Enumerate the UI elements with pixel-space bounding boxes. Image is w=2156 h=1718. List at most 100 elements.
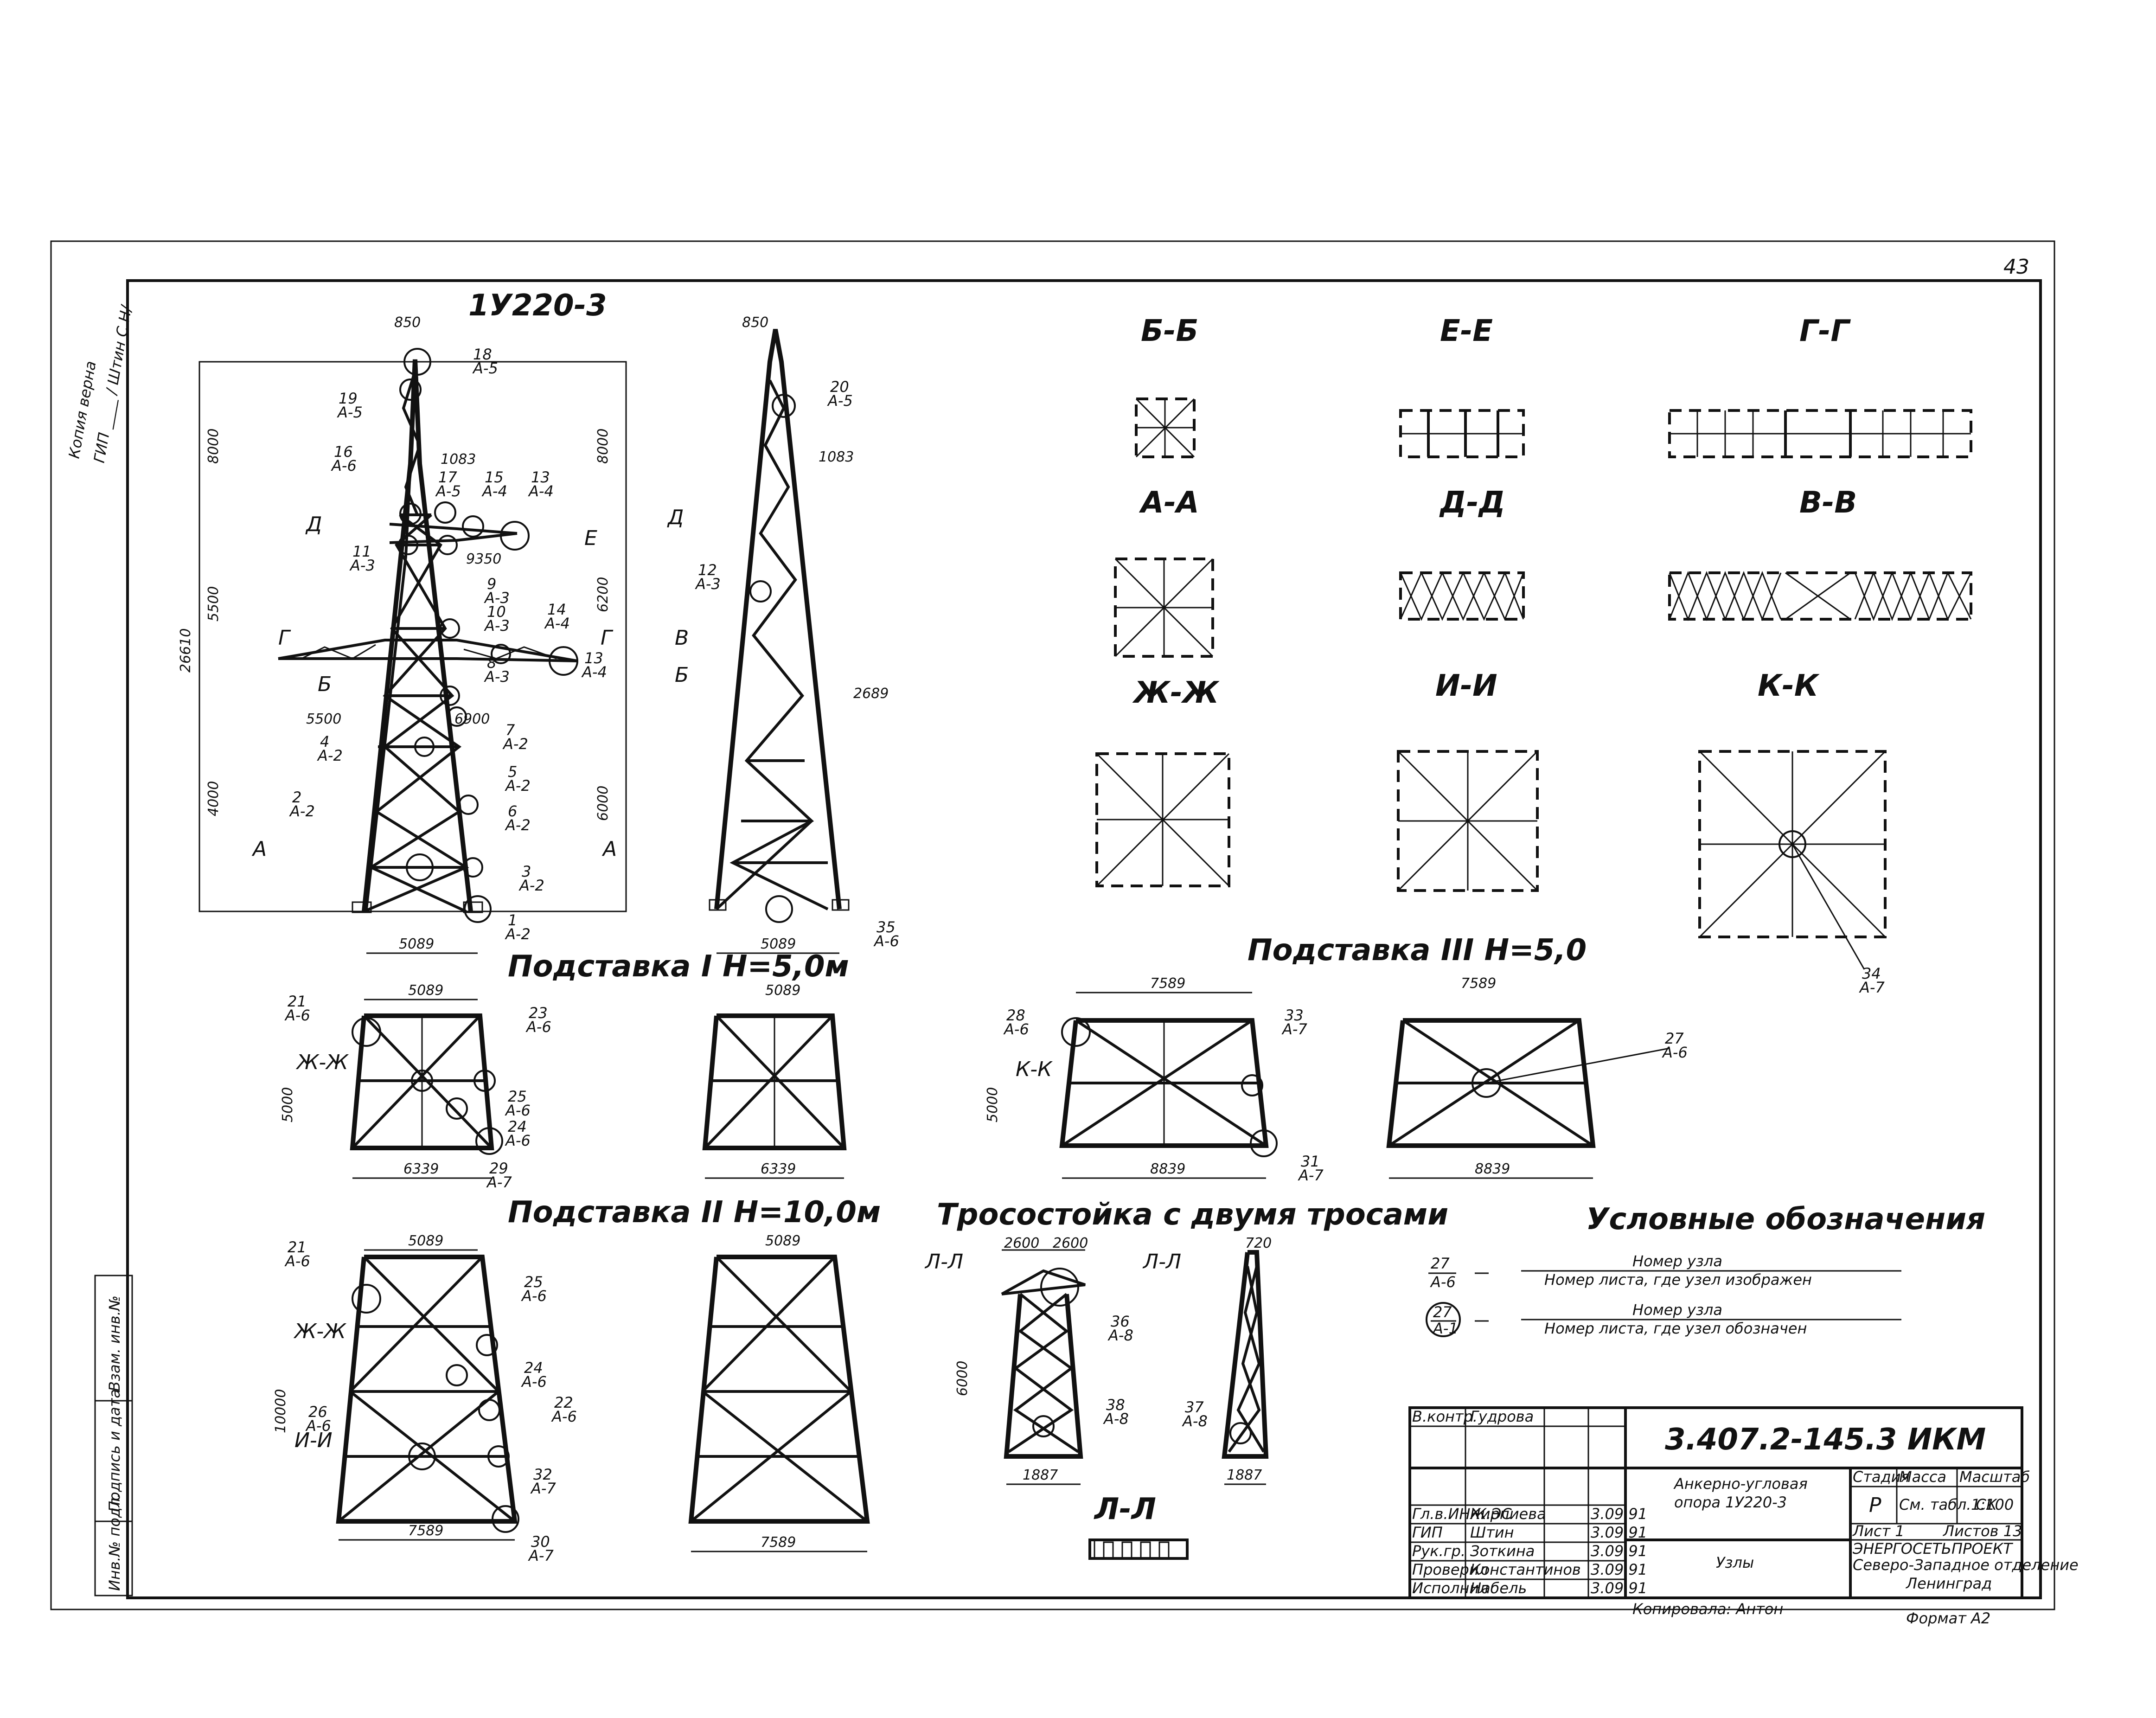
section-mark: Ж-Ж xyxy=(293,1320,346,1343)
node-sheet: А-7 xyxy=(1859,979,1885,996)
stamp-role-0: В.контр. xyxy=(1412,1408,1478,1425)
tower-dim-total: 26610 xyxy=(178,628,194,673)
node-sheet: А-2 xyxy=(317,747,343,764)
node-sheet: А-2 xyxy=(518,877,544,894)
node-label: 19 xyxy=(339,390,358,407)
left-margin-table: Инв.№ подл. Подпись и дата Взам. инв.№ xyxy=(94,1275,133,1596)
node-label: 5 xyxy=(508,763,517,781)
node-sheet: А-6 xyxy=(284,1006,310,1024)
tower-dim-6: 6000 xyxy=(595,786,611,821)
section-mark: Л-Л xyxy=(924,1250,963,1274)
stamp-date-5: 3.09.91 xyxy=(1591,1579,1647,1597)
section-title-e: Е-Е xyxy=(1440,314,1493,348)
node-sheet: А-3 xyxy=(484,617,510,635)
node-sheet: А-6 xyxy=(525,1018,551,1036)
node-label: 29 xyxy=(489,1160,508,1177)
node-label: 1 xyxy=(508,911,517,929)
section-title-g: Г-Г xyxy=(1799,314,1851,348)
stamp-scale-h: Масштаб xyxy=(1959,1468,2030,1486)
outer-frame xyxy=(50,240,2055,1610)
side-dim-mid: 2689 xyxy=(853,686,889,702)
tower-dim-3: 4000 xyxy=(205,781,222,816)
node-sheet: А-8 xyxy=(1107,1327,1133,1344)
stamp-copied: Копировала: Антон xyxy=(1632,1600,1783,1618)
node-label: 12 xyxy=(698,561,717,579)
node-label: 17 xyxy=(438,468,457,486)
node-sheet: А-7 xyxy=(1281,1020,1307,1038)
tower-dim-arm-left: 5500 xyxy=(306,711,341,727)
tower-title: 1У220-3 xyxy=(468,288,607,323)
node-label: 3 xyxy=(522,863,531,880)
node-label: 20 xyxy=(830,378,849,396)
stamp-name-5: Набель xyxy=(1470,1579,1527,1597)
section-title-v: В-В xyxy=(1799,486,1857,520)
node-label: 38 xyxy=(1106,1396,1125,1414)
node-sheet: А-8 xyxy=(1103,1410,1129,1428)
margin-inv-new: Взам. инв.№ xyxy=(106,1295,123,1391)
cable-dim-b: 2600 xyxy=(1053,1235,1088,1251)
base3-side-dim-bottom: 8839 xyxy=(1475,1161,1510,1177)
node-label: 28 xyxy=(1006,1006,1025,1024)
title-block: В.контр. Гудрова Гл.в.ИНЖ.ЭС Кирпиева 3.… xyxy=(1408,1406,2079,1627)
node-sheet: А-4 xyxy=(544,615,570,632)
section-mark: А xyxy=(601,837,617,861)
base3-dim-top: 7589 xyxy=(1150,975,1185,992)
section-title-d: Д-Д xyxy=(1439,486,1505,520)
stamp-sheets: Листов 13 xyxy=(1943,1522,2022,1540)
node-sheet: А-6 xyxy=(521,1373,547,1391)
node-label: 26 xyxy=(308,1403,327,1421)
cable-title: Тросостойка с двумя тросами xyxy=(937,1198,1448,1232)
stamp-name-2: Штин xyxy=(1470,1524,1514,1541)
tower-dim-top: 850 xyxy=(394,314,421,331)
node-label: 30 xyxy=(531,1533,550,1551)
stamp-sheet-title: Узлы xyxy=(1716,1554,1754,1571)
node-label: 14 xyxy=(547,601,566,618)
stamp-title-1: Анкерно-угловая xyxy=(1673,1475,1808,1493)
node-sheet: А-5 xyxy=(472,359,498,377)
node-sheet: А-6 xyxy=(331,457,357,474)
stamp-role-3: Рук.гр. xyxy=(1412,1542,1465,1560)
stamp-name-0: Гудрова xyxy=(1470,1408,1534,1425)
stamp-name-1: Кирпиева xyxy=(1470,1505,1546,1523)
legend-sheet-1: А-6 xyxy=(1430,1273,1456,1291)
margin-inv-orig: Инв.№ подл. xyxy=(106,1493,123,1591)
base2-side-dim-top: 5089 xyxy=(765,1233,800,1249)
cable-dim-height: 6000 xyxy=(954,1361,971,1396)
side-dim-base: 5089 xyxy=(761,936,796,952)
node-label: 11 xyxy=(352,543,371,560)
tower-side-view: 850 20 А-5 12 А-3 35 А-6 1083 2689 5089 xyxy=(695,314,899,954)
node-label: 32 xyxy=(533,1466,552,1483)
stamp-org-1: ЭНЕРГОСЕТЬПРОЕКТ xyxy=(1852,1540,2013,1558)
legend-row2-top: Номер узла xyxy=(1632,1301,1722,1319)
cable-dim-bottom: 1887 xyxy=(1023,1467,1058,1483)
stamp-stage-h: Стадия xyxy=(1853,1468,1910,1486)
tower-dim-base: 5089 xyxy=(399,936,434,952)
node-label: 25 xyxy=(524,1273,543,1291)
tower-dim-4: 6200 xyxy=(595,577,611,612)
node-label: 6 xyxy=(508,802,517,820)
node-label: 18 xyxy=(473,346,492,363)
cable-section-title: Л-Л xyxy=(1094,1492,1156,1526)
node-sheet: А-6 xyxy=(873,932,899,950)
legend-row1-top: Номер узла xyxy=(1632,1252,1722,1270)
tower-dim-2: 5500 xyxy=(205,586,222,622)
side-dim-top: 850 xyxy=(742,314,768,331)
section-mark: Л-Л xyxy=(1142,1250,1181,1274)
stamp-date-2: 3.09.91 xyxy=(1591,1524,1647,1541)
section-mark: Е xyxy=(584,526,597,550)
section-mark: А xyxy=(251,837,267,861)
legend-node-1: 27 xyxy=(1431,1255,1450,1272)
base2-side-dim-bottom: 7589 xyxy=(761,1534,796,1551)
stamp-role-1: Гл.в.ИНЖ.ЭС xyxy=(1412,1505,1512,1523)
section-title-k: К-К xyxy=(1758,669,1820,703)
node-label: 37 xyxy=(1185,1398,1204,1416)
stamp-date-3: 3.09.91 xyxy=(1591,1542,1647,1560)
base3-title: Подставка III Н=5,0 xyxy=(1248,933,1587,968)
node-sheet: А-6 xyxy=(551,1408,577,1425)
stamp-date-4: 3.09.91 xyxy=(1591,1561,1647,1578)
section-mark: Д xyxy=(667,506,684,529)
node-sheet: А-4 xyxy=(581,663,607,681)
base-1-view: Подставка I Н=5,0м 5089 5000 6339 21 А-6… xyxy=(280,949,849,1191)
section-mark: Б xyxy=(675,663,689,687)
base2-dim-height: 10000 xyxy=(273,1389,289,1433)
